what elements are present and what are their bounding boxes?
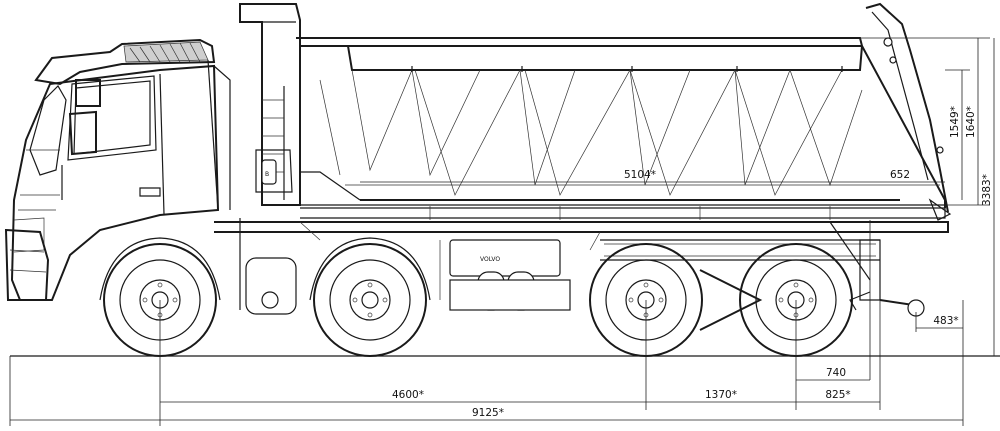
cab [4, 38, 231, 301]
dim-coupling-overhang: 483* [933, 315, 958, 327]
dim-overall-length: 9125* [472, 407, 504, 419]
dim-rear-axle-to-tip: 740 [826, 367, 846, 379]
dim-side-height-outer: 1640* [965, 106, 977, 138]
cab-badge: B [265, 171, 269, 178]
chassis: B VOLVO [214, 86, 949, 331]
dim-overall-height: 3383* [981, 174, 993, 206]
dump-body [239, 3, 946, 220]
dim-wheelbase-front: 4600* [392, 389, 424, 401]
dim-body-length: 5104* [624, 169, 656, 181]
dimension-labels: 9125* 4600* 1370* 825* 740 483* 5104* 65… [392, 106, 993, 419]
brand-plate: VOLVO [480, 256, 500, 263]
dim-tailgate-offset: 652 [890, 169, 910, 181]
wheel-front-2 [309, 237, 431, 357]
dim-rear-overhang: 825* [825, 389, 850, 401]
dim-tandem-spacing: 1370* [705, 389, 737, 401]
dimension-lines [9, 37, 1000, 426]
dim-side-height-inner: 1549* [949, 106, 961, 138]
tailgate-arm [865, 2, 952, 221]
